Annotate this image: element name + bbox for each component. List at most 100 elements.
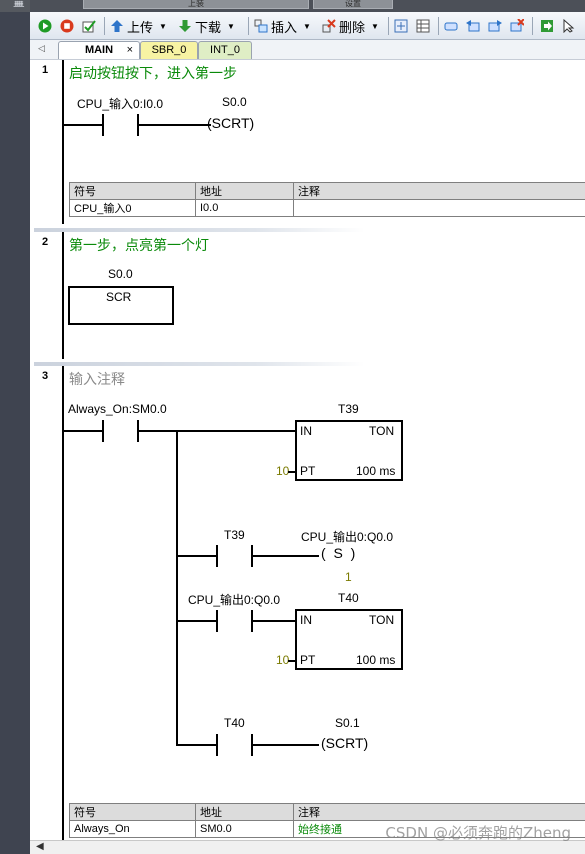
- table-row[interactable]: CPU_输入0 I0.0: [69, 199, 585, 217]
- chevron-down-icon[interactable]: ▼: [159, 21, 167, 31]
- tab-scroll-left-icon[interactable]: ◁: [38, 43, 45, 53]
- branch-left-icon[interactable]: [466, 17, 480, 35]
- timer-name: T39: [338, 402, 359, 416]
- network-number[interactable]: 1: [42, 64, 49, 76]
- ton-timer-box[interactable]: IN TON PT 100 ms: [295, 420, 403, 481]
- pt-value[interactable]: 10: [276, 464, 290, 478]
- col-comment: 注释: [293, 182, 585, 200]
- box-operand: S0.0: [108, 267, 133, 281]
- network-separator: [34, 362, 585, 366]
- pt-value[interactable]: 10: [276, 653, 290, 667]
- cell-address: SM0.0: [195, 820, 294, 838]
- contact-operand: CPU_输入0:I0.0: [77, 97, 164, 111]
- network-number[interactable]: 3: [42, 370, 49, 382]
- cell-address: I0.0: [195, 199, 294, 217]
- network-comment[interactable]: 启动按钮按下，进入第一步: [69, 66, 237, 82]
- network-comment[interactable]: 输入注释: [69, 372, 125, 388]
- contact-operand: Always_On:SM0.0: [68, 402, 167, 416]
- box-text: SCR: [106, 290, 132, 304]
- scroll-left-icon[interactable]: ◀: [36, 841, 44, 852]
- tab-sbr-label: SBR_0: [151, 44, 187, 56]
- cell-comment: 始终接通: [293, 820, 585, 838]
- col-address: 地址: [195, 803, 294, 821]
- delete-branch-icon[interactable]: [510, 17, 524, 35]
- coil-operand: CPU_输出0:Q0.0: [301, 530, 394, 544]
- download-button[interactable]: 下载 ▼: [178, 17, 235, 35]
- goto-icon[interactable]: [540, 17, 554, 35]
- tab-main-label: MAIN: [84, 44, 114, 56]
- contact-operand: CPU_输出0:Q0.0: [188, 593, 281, 607]
- contact-no[interactable]: [251, 734, 253, 756]
- network-separator: [34, 228, 585, 232]
- ribbon-tabs: 上装 设置: [30, 0, 585, 12]
- timer-type: TON: [369, 613, 395, 627]
- contact-no[interactable]: [216, 610, 218, 632]
- delete-button[interactable]: 删除 ▼: [322, 17, 379, 35]
- symbol-table: 符号 地址 注释 Always_On SM0.0 始终接通: [69, 803, 585, 838]
- power-rail: [62, 232, 64, 359]
- close-icon[interactable]: ×: [126, 44, 133, 56]
- upload-ribbon-button[interactable]: 上装: [83, 0, 309, 9]
- chevron-down-icon[interactable]: ▼: [371, 21, 379, 31]
- power-rail: [62, 60, 64, 224]
- contact-no[interactable]: [251, 545, 253, 567]
- cursor-icon[interactable]: [562, 17, 576, 35]
- coil-scrt[interactable]: (SCRT): [321, 735, 369, 751]
- scr-box[interactable]: SCR: [68, 286, 174, 325]
- power-rail: [62, 366, 64, 840]
- contact-icon[interactable]: [444, 17, 458, 35]
- pin-icon[interactable]: ᚙ: [13, 1, 24, 11]
- coil-text: SCRT: [325, 735, 364, 751]
- run-icon[interactable]: [38, 17, 52, 35]
- tab-int-0[interactable]: INT_0: [198, 41, 252, 59]
- set-coil[interactable]: ( S ): [321, 545, 356, 561]
- network-number[interactable]: 2: [42, 236, 49, 248]
- network-icon[interactable]: [394, 17, 408, 35]
- branch-right-icon[interactable]: [488, 17, 502, 35]
- compile-icon[interactable]: [82, 17, 96, 35]
- chevron-down-icon[interactable]: ▼: [227, 21, 235, 31]
- program-tabs: ◁ MAIN × SBR_0 INT_0: [30, 40, 585, 60]
- contact-no[interactable]: [216, 734, 218, 756]
- ton-timer-box[interactable]: IN TON PT 100 ms: [295, 609, 403, 670]
- stop-icon[interactable]: [60, 17, 74, 35]
- tab-sbr-0[interactable]: SBR_0: [140, 41, 198, 59]
- contact-no[interactable]: [251, 610, 253, 632]
- col-symbol: 符号: [69, 803, 196, 821]
- ladder-editor[interactable]: 1 启动按钮按下，进入第一步 CPU_输入0:I0.0 S0.0 (SCRT) …: [34, 60, 585, 840]
- upload-button[interactable]: 上传 ▼: [110, 17, 167, 35]
- tab-int-label: INT_0: [210, 44, 240, 56]
- timer-pt: PT: [300, 653, 316, 667]
- table-icon[interactable]: [416, 17, 430, 35]
- contact-no[interactable]: [137, 114, 139, 136]
- chevron-down-icon[interactable]: ▼: [303, 21, 311, 31]
- horizontal-scrollbar[interactable]: ◀: [30, 840, 585, 854]
- settings-ribbon-button[interactable]: 设置: [313, 0, 393, 9]
- timer-name: T40: [338, 591, 359, 605]
- coil-scrt[interactable]: (SCRT): [207, 115, 255, 131]
- insert-button[interactable]: 插入 ▼: [254, 17, 311, 35]
- delete-label: 删除: [339, 19, 366, 35]
- col-symbol: 符号: [69, 182, 196, 200]
- cell-comment: [293, 199, 585, 217]
- contact-no[interactable]: [137, 420, 139, 442]
- contact-no[interactable]: [216, 545, 218, 567]
- table-row[interactable]: Always_On SM0.0 始终接通: [69, 820, 585, 838]
- tab-main[interactable]: MAIN ×: [58, 41, 140, 59]
- network-comment[interactable]: 第一步，点亮第一个灯: [69, 238, 209, 254]
- timer-pt: PT: [300, 464, 316, 478]
- insert-icon: [254, 19, 268, 33]
- contact-operand: T40: [224, 716, 245, 730]
- contact-no[interactable]: [102, 114, 104, 136]
- arrow-up-icon: [111, 20, 123, 32]
- contact-no[interactable]: [102, 420, 104, 442]
- symbol-table: 符号 地址 注释 CPU_输入0 I0.0: [69, 182, 585, 217]
- timer-type: TON: [369, 424, 395, 438]
- set-count[interactable]: 1: [345, 570, 352, 584]
- col-address: 地址: [195, 182, 294, 200]
- watermark-text: CSDN @必须奔跑的Zheng: [385, 824, 571, 842]
- network-gutter: [34, 60, 61, 840]
- project-tree-panel: ᚙ: [0, 0, 30, 854]
- download-label: 下载: [195, 19, 222, 35]
